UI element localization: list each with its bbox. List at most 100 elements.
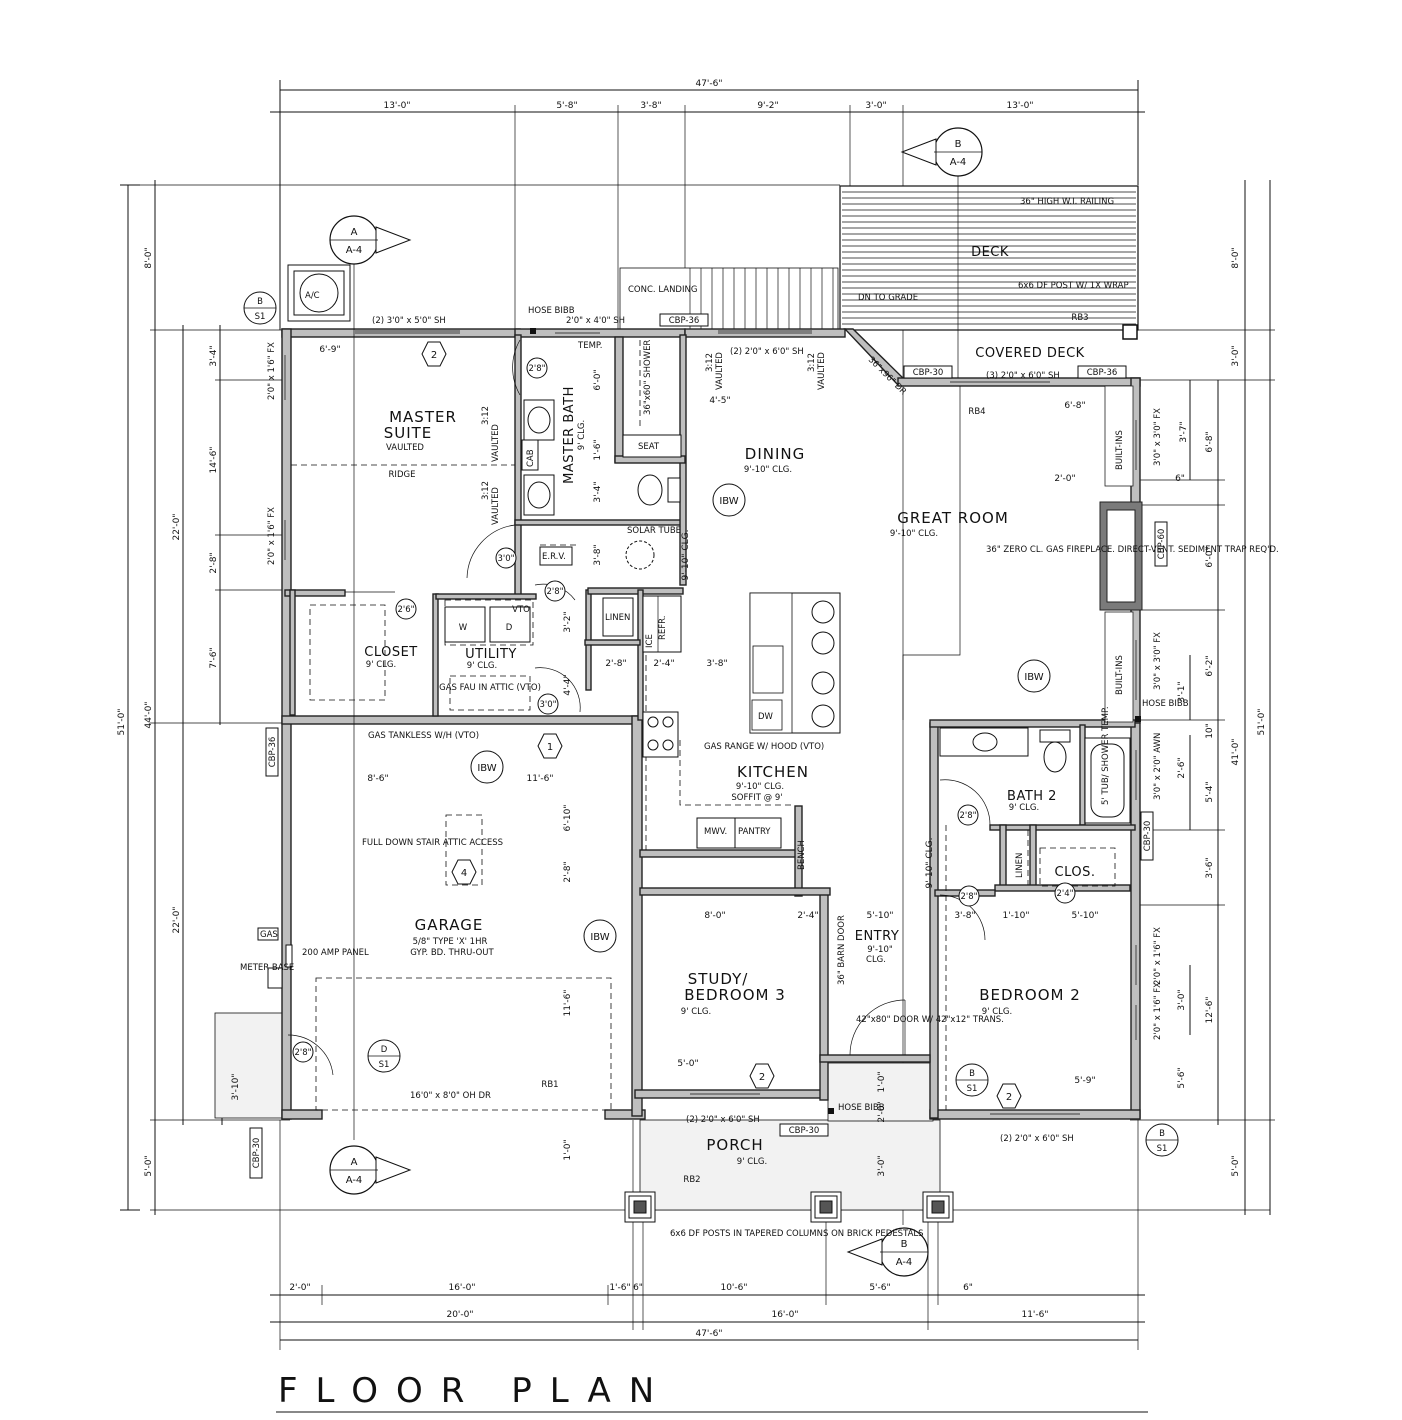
dim-right-3: 5'-0" <box>1231 1155 1241 1176</box>
window-label-12: 2'0" x 1'6" FX <box>1153 927 1163 985</box>
hex-2-a: 2 <box>431 350 437 361</box>
section-b-bottom-letter: B <box>901 1239 908 1250</box>
dn-to-grade-note: DN TO GRADE <box>858 293 918 303</box>
detail-d: D <box>381 1045 388 1055</box>
meter-note: METER BASE <box>240 963 294 973</box>
vaulted-4: VAULTED <box>817 352 827 390</box>
section-a-top-letter: A <box>351 227 358 238</box>
rd-mb-4-4: 4'-4" <box>563 674 573 695</box>
fireplace-note: 36" ZERO CL. GAS FIREPLACE. DIRECT-VENT.… <box>986 545 1279 555</box>
dim-right-i10: 3'-6" <box>1205 857 1215 878</box>
room-labels: MASTER SUITE VAULTED RIDGE MASTER BATH 9… <box>364 245 1095 1167</box>
tag-labels: IBW IBW IBW IBW CBP-36 CBP-30 CBP-36 CBP… <box>252 139 1167 1268</box>
dim-right-i8: 2'-6" <box>1177 757 1187 778</box>
rb4: RB4 <box>968 407 985 417</box>
deck-area <box>619 185 1139 340</box>
rd-g-8-6: 8'-6" <box>367 774 388 784</box>
dim-right-i13: 5'-6" <box>1177 1067 1187 1088</box>
porch-label: PORCH <box>706 1136 763 1154</box>
walls <box>281 328 1143 1120</box>
window-label-3: (2) 2'0" x 6'0" SH <box>730 347 804 357</box>
fixtures <box>257 264 1141 1223</box>
hose-bibb-2: HOSE BIBB <box>838 1103 885 1113</box>
dim-right-i5: 6'-2" <box>1205 655 1215 676</box>
rd-g-1-0: 1'-0" <box>563 1139 573 1160</box>
hose-bibb-3: HOSE BIBB <box>1142 699 1189 709</box>
dim-bot-1: 2'-0" <box>289 1283 310 1293</box>
garage-label: GARAGE <box>415 916 484 934</box>
hex-4: 4 <box>461 868 467 879</box>
railing-note: 36" HIGH W.I. RAILING <box>1020 197 1114 207</box>
cbp-36-2: CBP-36 <box>1087 368 1118 378</box>
tankless-note: GAS TANKLESS W/H (VTO) <box>368 731 479 741</box>
window-label-10: 3'0" x 3'0" FX <box>1153 632 1163 690</box>
dim-top-2: 5'-8" <box>556 101 577 111</box>
detail-s1-3: S1 <box>967 1084 978 1094</box>
ibw-3: IBW <box>477 763 496 774</box>
seat-note: SEAT <box>638 442 660 452</box>
refr-note: REFR. <box>658 616 668 640</box>
rd-s-2-4: 2'-4" <box>797 911 818 921</box>
rd-gr-6-8: 6'-8" <box>1064 401 1085 411</box>
section-a-top <box>329 215 412 1140</box>
section-a-bottom-letter: A <box>351 1157 358 1168</box>
rd-b-1-10: 1'-10" <box>1002 911 1029 921</box>
rd-b-clg: 9'-10" CLG. <box>925 837 935 888</box>
kitchen-note-2: SOFFIT @ 9' <box>731 793 782 803</box>
dim-left-2: 22'-0" <box>172 513 182 540</box>
rd-mb-3-2: 3'-2" <box>563 611 573 632</box>
study-label-1: STUDY/ <box>688 970 749 988</box>
dim-bottom-overall: 47'-6" <box>695 1329 722 1339</box>
window-label-11: 3'0" x 2'0" AWN <box>1153 733 1163 800</box>
detail-s1-1: S1 <box>255 312 266 322</box>
entry-door-note: 42"x80" DOOR W/ 42"x12" TRANS. <box>856 1015 1004 1025</box>
utility-note: 9' CLG. <box>467 661 497 671</box>
tub-note: 5' TUB/ SHOWER TEMP. <box>1101 706 1111 805</box>
section-b-top <box>900 127 983 378</box>
dim-top-5: 3'-0" <box>865 101 886 111</box>
master-suite-note: VAULTED <box>386 443 424 453</box>
floor-plan-title: FLOOR PLAN <box>278 1371 672 1411</box>
section-a-top-sheet: A-4 <box>346 245 363 256</box>
door-tag-7: 2'8" <box>959 811 976 821</box>
cbp-36-1: CBP-36 <box>669 316 700 326</box>
dim-bot-2: 16'-0" <box>448 1283 475 1293</box>
gas-range-note: GAS RANGE W/ HOOD (VTO) <box>704 742 824 752</box>
rd-mb-3-4: 3'-4" <box>593 481 603 502</box>
dim-right-overall: 51'-0" <box>1257 708 1267 735</box>
dim-left-i3: 2'-8" <box>209 552 219 573</box>
dim-bot2-3: 11'-6" <box>1021 1310 1048 1320</box>
cbp-60: CBP-60 <box>1157 529 1167 560</box>
entry-note-1: 9'-10" <box>867 945 893 955</box>
bedroom2-note: 9' CLG. <box>982 1007 1012 1017</box>
dim-right-i1: 3'-7" <box>1179 421 1189 442</box>
post-note: 6x6 DF POST W/ 1X WRAP <box>1018 281 1129 291</box>
master-bath-label: MASTER BATH <box>562 386 577 484</box>
slope-2: 3:12 <box>481 481 491 500</box>
window-label-6: (2) 2'0" x 6'0" SH <box>686 1115 760 1125</box>
door-tag-8: 2'8" <box>960 892 977 902</box>
master-suite-label-1: MASTER <box>389 408 457 426</box>
dw-note: DW <box>758 712 774 722</box>
rd-b-5-9: 5'-9" <box>1074 1076 1095 1086</box>
rd-p-1-0: 1'-0" <box>877 1071 887 1092</box>
ice-note: ICE <box>645 634 655 648</box>
cbp-30-3: CBP-30 <box>252 1138 262 1169</box>
door-swings <box>287 339 991 1076</box>
detail-s1-4: S1 <box>1157 1144 1168 1154</box>
notes: 36" HIGH W.I. RAILING 6x6 DF POST W/ 1X … <box>240 197 1279 1239</box>
kitchen-note-1: 9'-10" CLG. <box>736 782 784 792</box>
cbp-36-3: CBP-36 <box>268 737 278 768</box>
detail-markers <box>243 291 1179 1157</box>
study-label-2: BEDROOM 3 <box>684 986 786 1004</box>
detail-b-3: B <box>1159 1129 1165 1139</box>
dim-right-i7: 10" <box>1205 723 1215 739</box>
panel-note: 200 AMP PANEL <box>302 948 369 958</box>
vto-label: VTO <box>512 605 530 615</box>
bench-note: BENCH <box>797 840 807 870</box>
dim-bot2-2: 16'-0" <box>771 1310 798 1320</box>
solar-tube-note: SOLAR TUBE <box>627 526 681 536</box>
dim-left-i1: 3'-4" <box>209 345 219 366</box>
dim-left-1: 8'-0" <box>144 247 154 268</box>
